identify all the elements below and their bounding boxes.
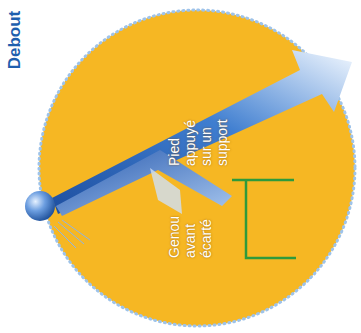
support-lines xyxy=(232,180,296,258)
ground-circle xyxy=(39,10,355,326)
head-sphere xyxy=(25,191,55,221)
annotation-label: Genou avant écarté xyxy=(166,206,214,258)
title-text: Debout xyxy=(5,11,25,70)
motion-lines xyxy=(54,220,90,248)
annotation-label: Pied appuyé sur un support xyxy=(166,110,230,166)
knee-shape xyxy=(150,168,182,214)
